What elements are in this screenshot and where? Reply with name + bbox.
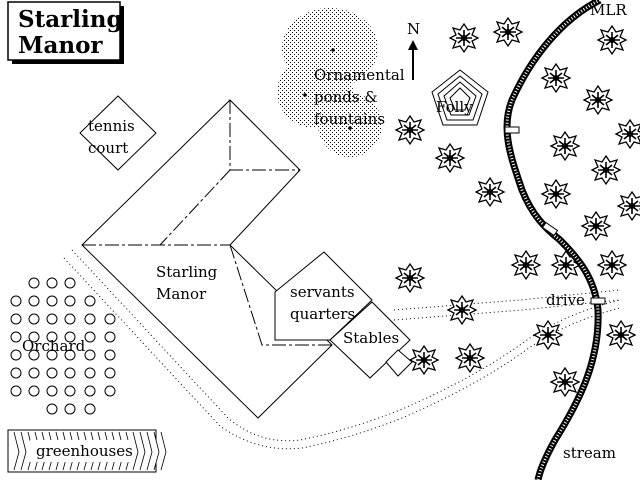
orchard-tree [104,331,116,343]
tree-icon [447,295,477,325]
orchard-tree [10,331,22,343]
orchard-tree [46,277,58,289]
orchard-tree [64,277,76,289]
orchard-tree [10,367,22,379]
tree-icon [511,250,541,280]
orchard-tree [104,349,116,361]
tennis-label-line1: tennis [88,117,135,135]
orchard-tree [10,295,22,307]
tree-icon [493,17,523,47]
orchard-tree [84,313,96,325]
orchard-tree [84,367,96,379]
orchard-tree [46,385,58,397]
manor-label-line1: Starling [156,263,218,281]
orchard-tree [28,331,40,343]
north-arrow-icon [408,40,418,80]
orchard-tree [46,313,58,325]
stream-label: stream [563,444,616,462]
paths [63,249,621,450]
tree-icon [395,263,425,293]
orchard-tree [84,349,96,361]
orchard-tree [84,295,96,307]
orchard-tree [28,349,40,361]
tree-icon [475,177,505,207]
tree-icon [395,115,425,145]
orchard-tree [28,295,40,307]
orchard-tree [28,367,40,379]
orchard-tree [64,367,76,379]
orchard-tree [84,385,96,397]
ponds-label-line3: fountains [314,110,385,128]
tennis-label-line2: court [88,139,128,157]
orchard-tree [84,331,96,343]
orchard-tree [46,349,58,361]
orchard-tree [64,295,76,307]
orchard-tree [28,313,40,325]
tree-icon [533,320,563,350]
orchard-tree [104,385,116,397]
tree-icon [541,63,571,93]
orchard-tree [46,403,58,415]
orchard-tree [10,349,22,361]
tree-icon [583,85,613,115]
orchard-label: Orchard [22,337,86,355]
title-box: Starling Manor [7,1,124,64]
tree-icon [541,179,571,209]
folly-label: Folly [436,98,473,116]
tree-icon [435,143,465,173]
woodland-trees [395,17,640,397]
tennis-court [79,95,157,171]
drive-label: drive [546,291,585,309]
orchard-tree [46,367,58,379]
ponds-label-line2: ponds & [314,88,378,106]
north-label: N [407,20,420,38]
orchard-tree [64,331,76,343]
tree-icon [617,191,640,221]
orchard-tree [64,403,76,415]
orchard-tree [10,385,22,397]
starling-manor-building [81,99,333,419]
tree-icon [455,343,485,373]
orchard-tree [46,331,58,343]
orchard-tree [64,349,76,361]
bridges [504,126,606,305]
stream [503,0,602,480]
tree-icon [606,320,636,350]
orchard-tree [104,367,116,379]
orchard-trees [10,277,116,415]
stables-label: Stables [343,329,399,347]
map-title-line2: Manor [18,32,103,59]
tree-icon [597,25,627,55]
ponds-label-line1: Ornamental [314,66,405,84]
tree-icon [550,367,580,397]
orchard-tree [104,313,116,325]
orchard-tree [64,385,76,397]
stables-building [329,301,413,379]
servants-label-line2: quarters [290,305,355,323]
corner-label: MLR [590,1,627,19]
tree-icon [550,131,580,161]
tree-icon [597,250,627,280]
tree-icon [581,211,611,241]
orchard-tree [64,313,76,325]
tree-icon [591,155,621,185]
orchard-tree [28,385,40,397]
greenhouses-label: greenhouses [36,442,133,460]
servants-quarters-building [274,251,373,341]
ponds [277,8,382,157]
orchard-tree [10,313,22,325]
folly-building [431,69,489,126]
servants-label-line1: servants [290,283,355,301]
manor-label-line2: Manor [156,285,207,303]
orchard-tree [46,295,58,307]
map-title-line1: Starling [18,6,123,33]
tree-icon [409,345,439,375]
tree-icon [449,23,479,53]
orchard-tree [84,403,96,415]
tree-icon [615,119,640,149]
orchard-tree [28,277,40,289]
